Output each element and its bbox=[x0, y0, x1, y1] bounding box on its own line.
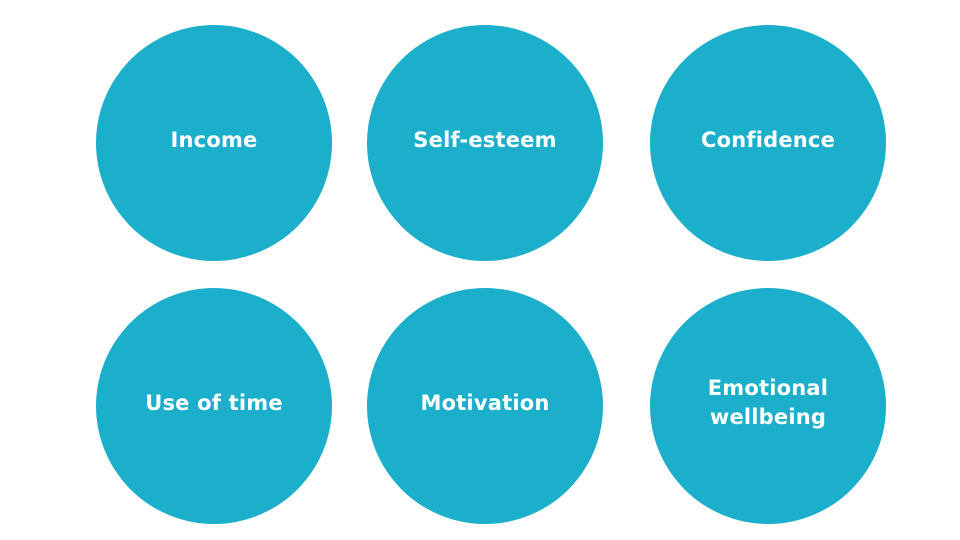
circle-label: Self-esteem bbox=[413, 127, 557, 152]
circle-label: Motivation bbox=[420, 390, 550, 415]
circle-confidence: Confidence bbox=[650, 25, 886, 261]
circle-label: Emotional wellbeing bbox=[707, 376, 829, 429]
circle-label: Confidence bbox=[700, 127, 836, 152]
circle-label: Use of time bbox=[145, 390, 283, 415]
circle-self-esteem: Self-esteem bbox=[367, 25, 603, 261]
circle-motivation: Motivation bbox=[367, 288, 603, 524]
circle-emotional-wellbeing: Emotional wellbeing bbox=[650, 288, 886, 524]
circle-income: Income bbox=[96, 25, 332, 261]
circle-label: Income bbox=[170, 127, 258, 152]
circle-use-of-time: Use of time bbox=[96, 288, 332, 524]
